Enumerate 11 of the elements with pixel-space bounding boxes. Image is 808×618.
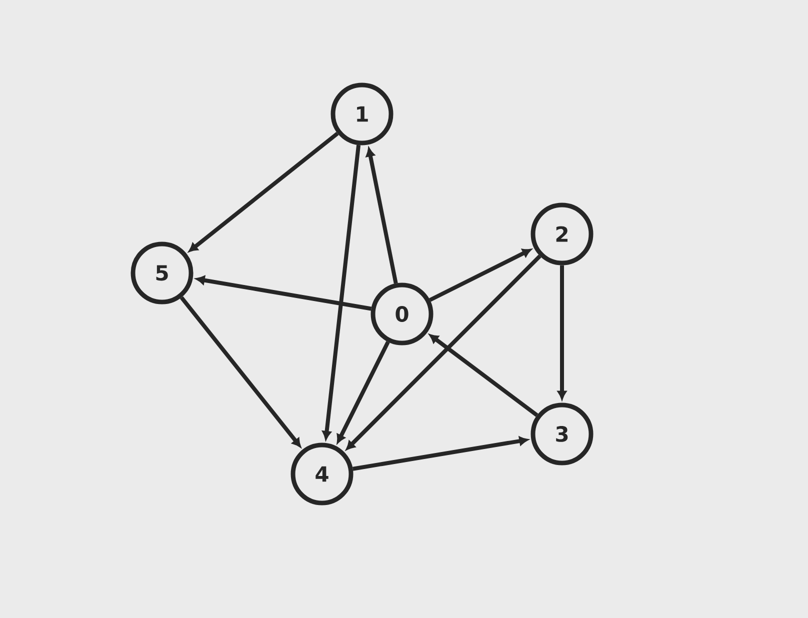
arrow [180, 296, 301, 448]
arrow [322, 144, 361, 440]
arrow [429, 248, 532, 302]
arrow [346, 254, 542, 450]
arrow [196, 276, 372, 311]
arrow [188, 132, 339, 252]
arrow [336, 341, 390, 444]
arrow [366, 148, 398, 284]
arrow [352, 436, 528, 471]
arrow [558, 265, 566, 400]
arrow [429, 334, 538, 417]
